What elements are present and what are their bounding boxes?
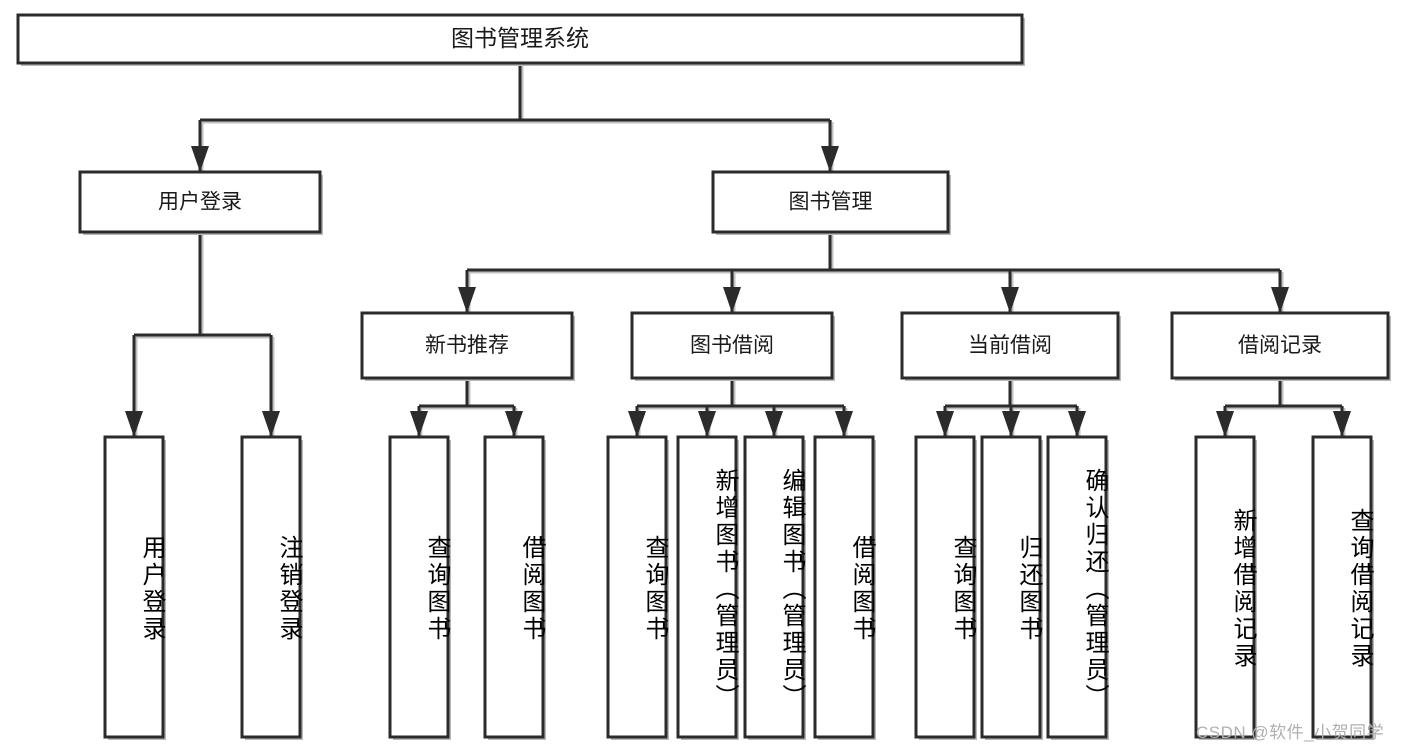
node-label-current-borrow: 当前借阅 (968, 334, 1052, 357)
connector-layer (125, 63, 1351, 439)
node-current-borrow[interactable] (900, 311, 1120, 380)
node-book-borrow[interactable] (630, 311, 834, 380)
arrow-head-icon (1216, 411, 1234, 437)
node-leaf-cur-return-book[interactable] (980, 435, 1042, 739)
node-leaf-cur-query-book[interactable] (914, 435, 976, 739)
node-leaf-cur-confirm-return[interactable] (1046, 435, 1108, 739)
node-label-borrow-record: 借阅记录 (1238, 334, 1322, 357)
arrow-head-icon (1002, 411, 1020, 437)
node-label-new-book-rec: 新书推荐 (425, 334, 509, 357)
node-leaf-borrow-add-book[interactable] (676, 435, 738, 739)
arrow-head-icon (1001, 287, 1019, 313)
node-root[interactable] (16, 13, 1024, 65)
node-user-login[interactable] (78, 170, 322, 234)
arrow-head-icon (125, 411, 143, 437)
arrow-head-icon (1271, 287, 1289, 313)
arrow-head-icon (821, 146, 839, 172)
arrow-head-icon (458, 287, 476, 313)
node-leaf-rec-add-record[interactable] (1194, 435, 1256, 739)
node-leaf-rec-borrow-book[interactable] (483, 435, 545, 739)
arrow-head-icon (1068, 411, 1086, 437)
node-label-user-login: 用户登录 (158, 191, 242, 214)
arrow-head-icon (765, 411, 783, 437)
node-leaf-rec-query-record[interactable] (1311, 435, 1373, 739)
arrow-head-icon (191, 146, 209, 172)
arrow-head-icon (628, 411, 646, 437)
csdn-watermark: CSDN @软件_小贺同学 (1196, 723, 1385, 742)
arrow-head-icon (936, 411, 954, 437)
node-leaf-borrow-edit-book[interactable] (743, 435, 805, 739)
node-label-book-borrow: 图书借阅 (690, 334, 774, 357)
arrow-head-icon (1333, 411, 1351, 437)
node-book-manage[interactable] (711, 170, 950, 234)
node-leaf-borrow-borrow-book[interactable] (813, 435, 875, 739)
arrow-head-icon (835, 411, 853, 437)
arrow-head-icon (262, 411, 280, 437)
box-layer (16, 13, 1391, 740)
node-leaf-borrow-query-book[interactable] (606, 435, 668, 739)
node-label-book-manage: 图书管理 (789, 191, 873, 214)
arrow-head-icon (505, 411, 523, 437)
node-new-book-rec[interactable] (360, 311, 574, 380)
arrow-head-icon (410, 411, 428, 437)
node-leaf-rec-query-book[interactable] (388, 435, 450, 739)
arrow-head-icon (698, 411, 716, 437)
arrow-head-icon (723, 287, 741, 313)
node-label-root: 图书管理系统 (451, 25, 589, 51)
node-leaf-user-login[interactable] (103, 435, 165, 739)
node-borrow-record[interactable] (1170, 311, 1390, 380)
node-leaf-user-logout[interactable] (240, 435, 302, 739)
